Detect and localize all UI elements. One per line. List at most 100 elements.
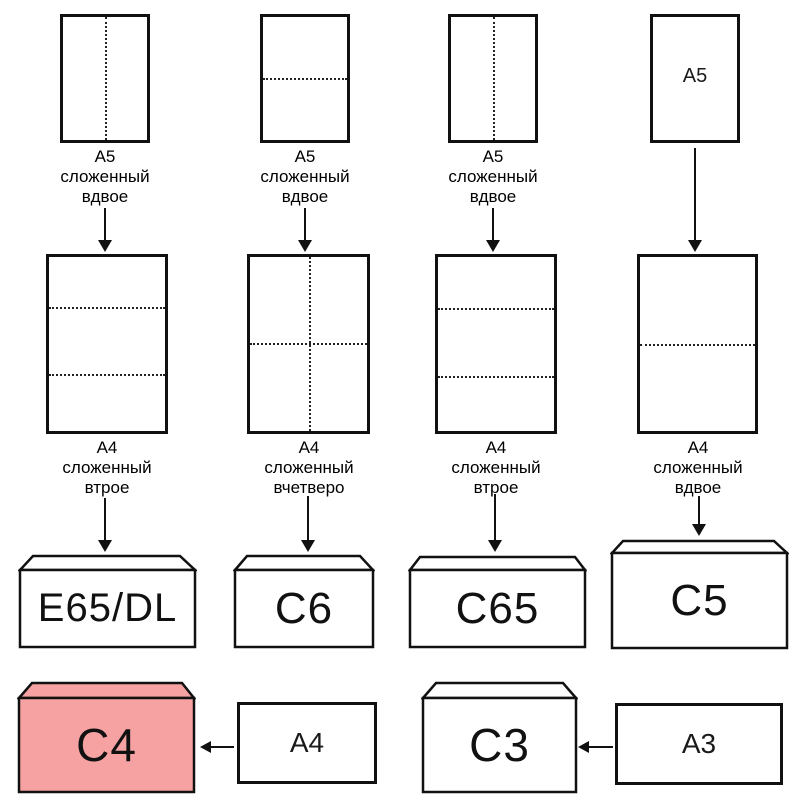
arrow-head-icon [578,740,589,753]
envelope-flap [421,681,578,700]
caption-line: вдвое [281,187,329,206]
horizontal-fold-line [640,344,755,346]
arrow-head-icon [486,240,500,252]
caption-line: А5 [94,147,116,166]
horizontal-fold-line [438,308,554,310]
envelope-body [408,568,587,649]
envelope-label: C3 [469,719,530,771]
sheet-size-label: А5 [682,65,708,87]
arrow-down-6 [301,496,315,552]
caption-line: сложенный [62,458,152,477]
arrow-down-2 [298,208,312,252]
arrow-stem [304,208,306,241]
a5-sheet-fold-vertical-1 [60,14,150,143]
arrow-stem [492,208,494,241]
arrow-stem [104,208,106,241]
arrow-head-icon [692,524,706,536]
caption-a5-folded-3: А5 сложенный вдвое [418,147,568,207]
caption-line: сложенный [448,167,538,186]
arrow-down-4 [688,148,702,252]
envelope-c65: C65 [408,555,587,649]
caption-line: втрое [84,478,130,497]
arrow-stem [694,148,696,241]
envelope-body [18,568,197,649]
arrow-stem [698,496,700,525]
sheet-size-label: A3 [681,728,717,759]
arrow-head-icon [200,740,211,753]
arrow-down-5 [98,498,112,552]
envelope-flap [408,555,587,572]
a4-sheet-fold-thirds-1 [46,254,168,434]
vertical-fold-line [308,257,311,431]
arrow-left-a4-to-c4 [200,740,234,753]
envelope-flap [233,554,375,572]
horizontal-fold-line [49,374,165,376]
caption-a4-folded-1: А4 сложенный втрое [27,438,187,498]
envelope-label: C6 [274,583,334,633]
arrow-head-icon [301,540,315,552]
horizontal-fold-line [263,78,347,80]
caption-line: вчетверо [273,478,345,497]
caption-a4-folded-2: А4 сложенный вчетверо [229,438,389,498]
a5-sheet-fold-horizontal [260,14,350,143]
caption-line: сложенный [60,167,150,186]
arrow-stem [307,496,309,541]
envelope-label: C5 [670,575,729,625]
a4-sheet-fold-half [637,254,758,434]
envelope-body [421,696,578,794]
caption-line: А5 [482,147,504,166]
envelope-body [17,696,196,794]
envelope-flap [18,554,197,572]
a4-sheet-fold-quarters [247,254,370,434]
caption-line: А4 [687,438,709,457]
caption-line: сложенный [451,458,541,477]
envelope-c3: C3 [421,681,578,794]
caption-line: сложенный [653,458,743,477]
sheet-size-label: A4 [289,727,325,758]
arrow-head-icon [298,240,312,252]
envelope-c5: C5 [610,539,789,650]
caption-line: А5 [294,147,316,166]
envelope-c6: C6 [233,554,375,649]
envelope-label: C65 [455,583,540,633]
arrow-head-icon [688,240,702,252]
arrow-stem [209,745,234,748]
arrow-down-7 [488,494,502,552]
arrow-head-icon [98,540,112,552]
a5-sheet-fold-vertical-2 [448,14,538,143]
arrow-stem [494,494,496,541]
envelope-flap [610,539,789,555]
envelope-flap [17,681,196,700]
arrow-stem [104,498,106,541]
a4-source-sheet: A4 [237,702,377,784]
arrow-head-icon [98,240,112,252]
caption-line: А4 [485,438,507,457]
caption-line: А4 [298,438,320,457]
a3-source-sheet: A3 [615,703,783,785]
arrow-stem [587,745,613,748]
envelope-label: C4 [76,719,137,771]
envelope-e65-dl: E65/DL [18,554,197,649]
arrow-down-3 [486,208,500,252]
arrow-left-a3-to-c3 [578,740,613,753]
caption-line: А4 [96,438,118,457]
caption-a5-folded-2: А5 сложенный вдвое [230,147,380,207]
a4-sheet-fold-thirds-2 [435,254,557,434]
caption-a4-folded-3: А4 сложенный втрое [416,438,576,498]
envelope-body [610,551,789,650]
envelope-body [233,568,375,649]
caption-line: вдвое [674,478,722,497]
caption-line: сложенный [260,167,350,186]
envelope-label: E65/DL [37,586,178,630]
caption-a5-folded-1: А5 сложенный вдвое [30,147,180,207]
caption-line: втрое [473,478,519,497]
arrow-down-8 [692,496,706,536]
caption-line: вдвое [81,187,129,206]
vertical-fold-line [105,17,107,140]
caption-line: сложенный [264,458,354,477]
caption-a4-folded-4: А4 сложенный вдвое [618,438,778,498]
a5-sheet-plain: А5 [650,14,740,143]
arrow-down-1 [98,208,112,252]
envelope-c4-highlighted: C4 [17,681,196,794]
